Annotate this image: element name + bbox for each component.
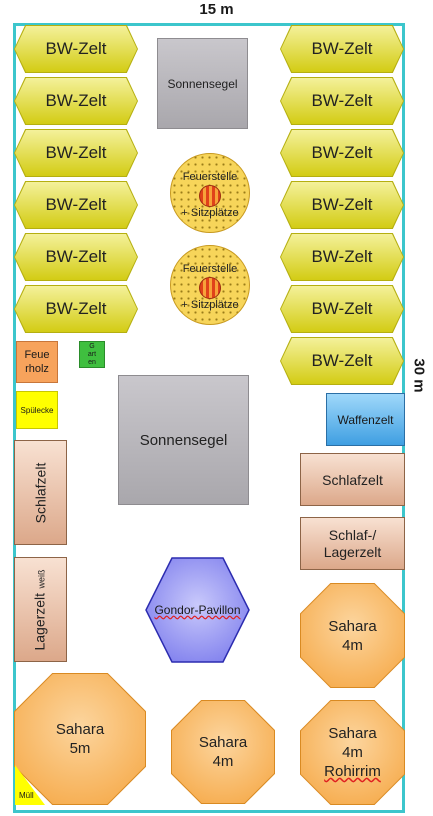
fire-pit-1-label-bottom: + Sitzplätze: [181, 207, 239, 219]
sahara-middle-label-2: 4m: [212, 753, 234, 770]
sahara-middle: Sahara 4m: [172, 701, 274, 803]
bw-tent-right-4: BW-Zelt: [281, 182, 403, 228]
sahara-rohirrim: Sahara 4m Rohirrim: [301, 701, 404, 804]
garten-label-3: en: [88, 358, 96, 366]
lagerzelt-left-labels: Lagerzelt weiß: [32, 569, 50, 650]
lagerzelt-left: Lagerzelt weiß: [14, 557, 67, 662]
spuelecke-label: Spülecke: [20, 405, 54, 415]
bw-tent-right-1: BW-Zelt: [281, 26, 403, 72]
sonnensegel-large: Sonnensegel: [118, 375, 249, 505]
bw-tent-label: BW-Zelt: [45, 39, 107, 58]
garten-label-1: G: [89, 342, 95, 350]
fire-pit-1: Feuerstelle + Sitzplätze: [170, 153, 250, 233]
bw-tent-left-3: BW-Zelt: [15, 130, 137, 176]
bw-tent-label: BW-Zelt: [311, 195, 373, 214]
sonnensegel-large-label: Sonnensegel: [139, 431, 228, 449]
muell-area-shape: [15, 765, 45, 805]
bw-tent-label: BW-Zelt: [45, 247, 107, 266]
lagerzelt-left-sublabel: weiß: [36, 568, 47, 588]
fire-pit-1-label-top: Feuerstelle: [182, 171, 238, 183]
bw-tent-left-5: BW-Zelt: [15, 234, 137, 280]
bw-tent-label: BW-Zelt: [45, 299, 107, 318]
sahara-big-label-2: 5m: [69, 740, 91, 757]
lagerzelt-left-label: Lagerzelt: [31, 592, 48, 651]
bw-tent-left-1: BW-Zelt: [15, 26, 137, 72]
waffenzelt: Waffenzelt: [326, 393, 405, 446]
bw-tent-right-7: BW-Zelt: [281, 338, 403, 384]
sahara-rohirrim-label-1: Sahara: [328, 725, 377, 742]
bw-tent-left-2: BW-Zelt: [15, 78, 137, 124]
bw-tent-label: BW-Zelt: [311, 351, 373, 370]
bw-tent-right-2: BW-Zelt: [281, 78, 403, 124]
length-dimension-label: 30 m: [405, 355, 433, 395]
fire-pit-2-label-top: Feuerstelle: [182, 263, 238, 275]
bw-tent-right-5: BW-Zelt: [281, 234, 403, 280]
brennholz-label-1: Feue: [24, 349, 50, 361]
garten-area: G art en: [79, 341, 105, 368]
sonnensegel-small: Sonnensegel: [157, 38, 248, 129]
sonnensegel-small-label: Sonnensegel: [167, 76, 238, 91]
gondor-pavillon: Gondor-Pavillon: [145, 557, 250, 663]
schlaf-lagerzelt: Schlaf-/ Lagerzelt: [300, 517, 405, 570]
sahara-rohirrim-label-3: Rohirrim: [324, 763, 381, 780]
bw-tent-label: BW-Zelt: [311, 299, 373, 318]
schlaf-lagerzelt-label-1: Schlaf-/: [328, 526, 377, 543]
bw-tent-label: BW-Zelt: [311, 143, 373, 162]
bw-tent-label: BW-Zelt: [311, 39, 373, 58]
sahara-big-label-1: Sahara: [55, 721, 105, 738]
waffenzelt-label: Waffenzelt: [337, 412, 394, 427]
spuelecke-area: Spülecke: [16, 391, 58, 429]
bw-tent-label: BW-Zelt: [45, 91, 107, 110]
fire-pit-2-label-bottom: + Sitzplätze: [181, 299, 239, 311]
sahara-big: Sahara 5m: [15, 674, 145, 804]
garten-label-2: art: [87, 350, 97, 358]
sahara-right-top: Sahara 4m: [301, 584, 404, 687]
sahara-middle-label-1: Sahara: [198, 734, 248, 751]
bw-tent-right-6: BW-Zelt: [281, 286, 403, 332]
bw-tent-left-4: BW-Zelt: [15, 182, 137, 228]
gondor-pavillon-shape: [145, 557, 250, 663]
schlaf-lagerzelt-label-2: Lagerzelt: [323, 543, 382, 560]
bw-tent-label: BW-Zelt: [311, 91, 373, 110]
brennholz-area: Feue rholz: [16, 341, 58, 383]
muell-label: Müll: [19, 791, 34, 800]
flame-icon: [199, 277, 221, 299]
sahara-rohirrim-label-2: 4m: [342, 744, 363, 761]
sahara-right-top-label-1: Sahara: [328, 617, 377, 635]
flame-icon: [199, 185, 221, 207]
bw-tent-right-3: BW-Zelt: [281, 130, 403, 176]
bw-tent-label: BW-Zelt: [311, 247, 373, 266]
bw-tent-label: BW-Zelt: [45, 143, 107, 162]
width-dimension-label: 15 m: [199, 0, 234, 18]
schlafzelt-right: Schlafzelt: [300, 453, 405, 506]
bw-tent-left-6: BW-Zelt: [15, 286, 137, 332]
length-dimension-text: 30 m: [410, 357, 428, 393]
brennholz-label-2: rholz: [25, 363, 49, 375]
schlafzelt-left-label: Schlafzelt: [32, 462, 49, 523]
bw-tent-label: BW-Zelt: [45, 195, 107, 214]
schlafzelt-right-label: Schlafzelt: [322, 471, 383, 488]
gondor-pavillon-label: Gondor-Pavillon: [154, 603, 241, 617]
sahara-right-top-label-2: 4m: [342, 636, 363, 654]
schlafzelt-left: Schlafzelt: [14, 440, 67, 545]
fire-pit-2: Feuerstelle + Sitzplätze: [170, 245, 250, 325]
